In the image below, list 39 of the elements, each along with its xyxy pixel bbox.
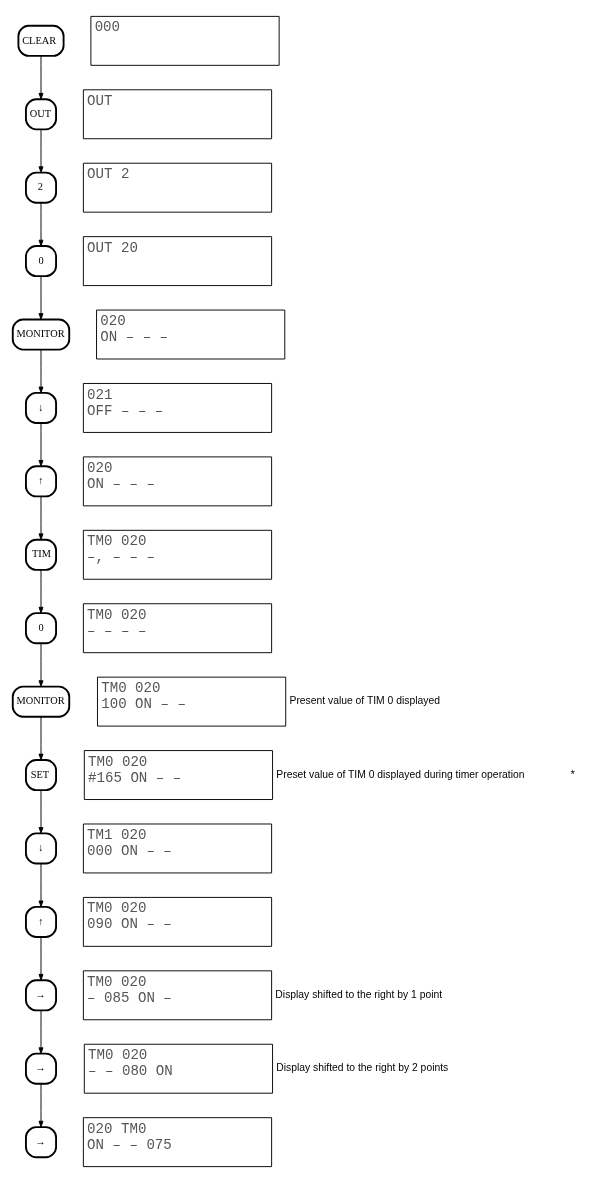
node-label: Present value of TIM 0 displayed bbox=[289, 695, 440, 707]
node-box: OUT bbox=[82, 89, 273, 140]
node-box: TM1 020 000 ON – – bbox=[82, 823, 273, 874]
node-box: TM0 020 100 ON – – bbox=[97, 676, 287, 727]
node-box: OUT 2 bbox=[82, 162, 273, 213]
arrow bbox=[38, 495, 44, 540]
node-box: CLEAR bbox=[17, 24, 65, 57]
node-box: 020 ON – – – bbox=[82, 456, 273, 507]
arrow bbox=[38, 789, 44, 834]
node-box: 020 ON – – – bbox=[96, 309, 286, 360]
node-box: 020 TM0 ON – – 075 bbox=[82, 1117, 273, 1168]
node-box: MONITOR bbox=[11, 318, 71, 351]
node-box: TM0 020 – – 080 ON bbox=[83, 1043, 274, 1094]
node-box: MONITOR bbox=[11, 685, 71, 718]
arrow bbox=[38, 275, 44, 320]
node-label: Display shifted to the right by 2 points bbox=[276, 1062, 449, 1074]
arrow bbox=[38, 716, 44, 761]
arrow bbox=[38, 128, 44, 173]
arrow bbox=[38, 55, 44, 100]
node-box: OUT 20 bbox=[82, 236, 273, 287]
node-box: TM0 020 – – – – bbox=[82, 603, 273, 654]
arrow bbox=[38, 569, 44, 614]
label: * bbox=[570, 767, 576, 780]
node-box: TM0 020 – 085 ON – bbox=[82, 970, 273, 1021]
node-label: Display shifted to the right by 1 point bbox=[275, 988, 443, 1000]
arrow bbox=[38, 642, 44, 687]
arrow bbox=[38, 936, 44, 981]
arrow bbox=[38, 863, 44, 908]
arrow bbox=[38, 1083, 44, 1128]
arrow bbox=[38, 202, 44, 247]
node-box: TM0 020 #165 ON – – bbox=[83, 750, 274, 800]
node-label: Preset value of TIM 0 displayed during timer operation bbox=[276, 768, 525, 780]
node-box: 000 bbox=[90, 15, 280, 66]
arrow bbox=[38, 422, 44, 467]
node-box: TM0 020 –, – – – bbox=[82, 529, 273, 580]
node-box: 021 OFF – – – bbox=[82, 383, 273, 433]
arrow bbox=[38, 349, 44, 394]
arrow bbox=[38, 1009, 44, 1054]
node-box: TM0 020 090 ON – – bbox=[82, 896, 273, 947]
